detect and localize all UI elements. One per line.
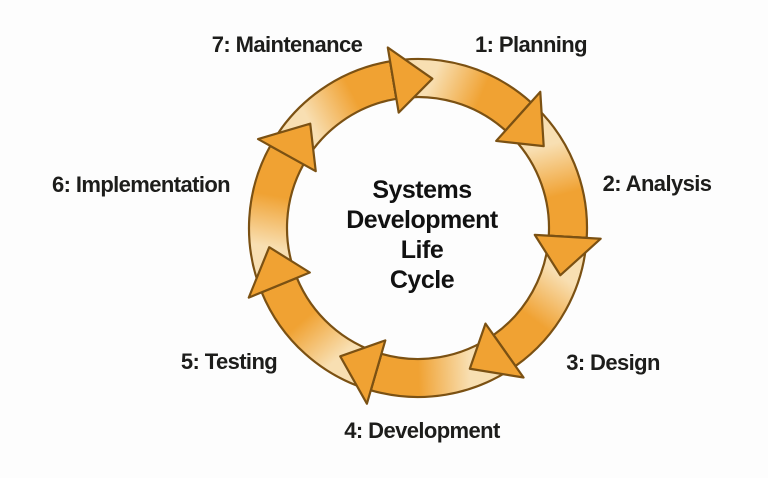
cycle-arrow-head	[468, 322, 525, 379]
cycle-arrow-head	[386, 46, 434, 114]
diagram-center-title: Systems Development Life Cycle	[346, 175, 498, 295]
stage-label-testing: 5: Testing	[180, 349, 278, 374]
center-title-line: Cycle	[389, 266, 455, 294]
stage-label-maintenance: 7: Maintenance	[211, 32, 363, 57]
cycle-arrow-head	[247, 246, 311, 299]
center-title-line: Systems	[372, 176, 472, 204]
stage-label-development: 4: Development	[344, 418, 500, 443]
center-title-line: Life	[400, 236, 444, 264]
stage-label-planning: 1: Planning	[475, 32, 588, 57]
cycle-arrow-head	[256, 122, 317, 173]
stage-label-implementation: 6: Implementation	[51, 172, 231, 197]
cycle-arrow-head	[533, 233, 602, 277]
center-title-line: Development	[346, 206, 498, 234]
cycle-arrow-head	[495, 90, 545, 148]
stage-label-analysis: 2: Analysis	[602, 171, 712, 196]
cycle-arrow-head	[339, 339, 387, 405]
stage-label-design: 3: Design	[566, 350, 660, 375]
